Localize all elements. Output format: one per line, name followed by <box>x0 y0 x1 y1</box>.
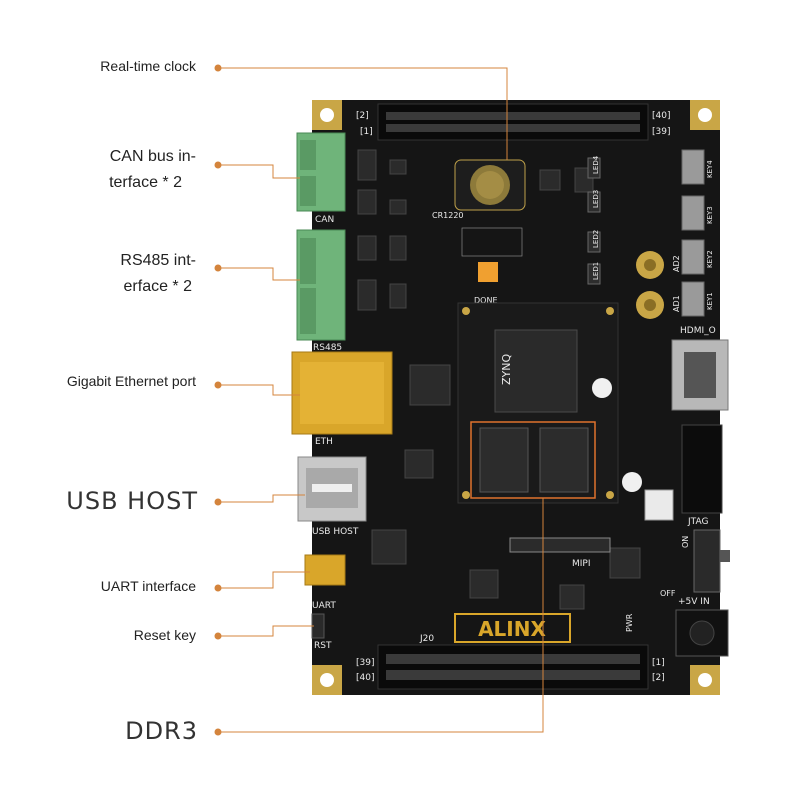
mipi-silk: MIPI <box>572 559 591 569</box>
led2-silk: LED2 <box>592 230 600 248</box>
label-ddr3: DDR3 <box>125 717 198 745</box>
zynq-brand-text: ZYNQ <box>500 354 513 385</box>
ddr3-chip-1 <box>479 427 529 493</box>
bottom-pin40-label: [40] <box>356 673 374 683</box>
leader-uart <box>218 571 310 589</box>
label-usb-host: USB HOST <box>66 487 198 515</box>
label-uart-interface: UART interface <box>100 578 196 594</box>
top-pin40-label: [40] <box>652 111 670 121</box>
leader-eth <box>218 384 300 396</box>
bottom-header <box>377 644 649 690</box>
bottom-pin2-label: [2] <box>652 673 665 683</box>
label-can-line1: CAN bus in- <box>109 148 196 165</box>
can-silk: CAN <box>315 215 334 225</box>
top-pin1-label: [1] <box>360 127 373 137</box>
uart-connector <box>304 554 346 586</box>
battery-silk: CR1220 <box>432 211 464 220</box>
bottom-pin1-label: [1] <box>652 658 665 668</box>
done-led <box>478 262 498 282</box>
led4-silk: LED4 <box>592 155 600 174</box>
key4-silk: KEY4 <box>706 160 714 178</box>
rs485-silk: RS485 <box>313 343 342 353</box>
boot-mode-table <box>461 227 523 257</box>
jtag-header <box>681 424 723 514</box>
led1-silk: LED1 <box>592 262 600 280</box>
usb-silk: USB HOST <box>312 527 359 537</box>
alinx-logo: ALINX <box>478 617 546 641</box>
label-rs485: RS485 int- erface * 2 <box>40 248 196 300</box>
alinx-logo-box <box>454 613 571 643</box>
ddr3-outline <box>470 421 596 499</box>
leader-usb <box>218 494 305 503</box>
mipi-connector <box>509 537 611 553</box>
led3-silk: LED3 <box>592 190 600 208</box>
top-pin39-label: [39] <box>652 127 670 137</box>
key3-silk: KEY3 <box>706 206 714 224</box>
leader-can <box>218 164 300 179</box>
label-reset-key: Reset key <box>133 627 196 643</box>
ddr3-chip-2 <box>539 427 589 493</box>
ad2-silk: AD2 <box>672 255 681 272</box>
jtag-silk: JTAG <box>687 517 708 527</box>
j20-label: J20 <box>419 634 434 644</box>
leader-ddr3 <box>218 498 544 733</box>
label-can-line2: terface * 2 <box>109 174 182 191</box>
leader-reset <box>218 625 314 637</box>
uart-silk: UART <box>312 601 336 611</box>
label-real-time-clock: Real-time clock <box>100 58 196 74</box>
done-silk: DONE <box>474 296 498 305</box>
eth-silk: ETH <box>315 437 333 447</box>
key2-silk: KEY2 <box>706 250 714 268</box>
pwr-silk: PWR <box>625 613 634 632</box>
bottom-pin39-label: [39] <box>356 658 374 668</box>
key1-silk: KEY1 <box>706 292 714 310</box>
ad1-silk: AD1 <box>672 295 681 312</box>
label-can-bus: CAN bus in- terface * 2 <box>40 144 196 196</box>
hdmi-silk: HDMI_O <box>680 326 716 336</box>
off-silk: OFF <box>660 589 676 598</box>
vin-silk: +5V IN <box>678 597 710 607</box>
label-rs485-line1: RS485 int- <box>120 252 196 269</box>
top-pin2-label: [2] <box>356 111 369 121</box>
on-silk: ON <box>681 536 690 548</box>
zynq-chip <box>494 329 578 413</box>
fan-connector <box>644 489 674 521</box>
power-switch <box>693 529 721 593</box>
leader-rs485 <box>218 267 300 281</box>
label-gigabit-ethernet: Gigabit Ethernet port <box>66 373 196 389</box>
rst-silk: RST <box>314 641 332 651</box>
label-rs485-line2: erface * 2 <box>123 278 192 295</box>
top-header <box>377 103 649 141</box>
leader-rtc <box>218 67 508 160</box>
